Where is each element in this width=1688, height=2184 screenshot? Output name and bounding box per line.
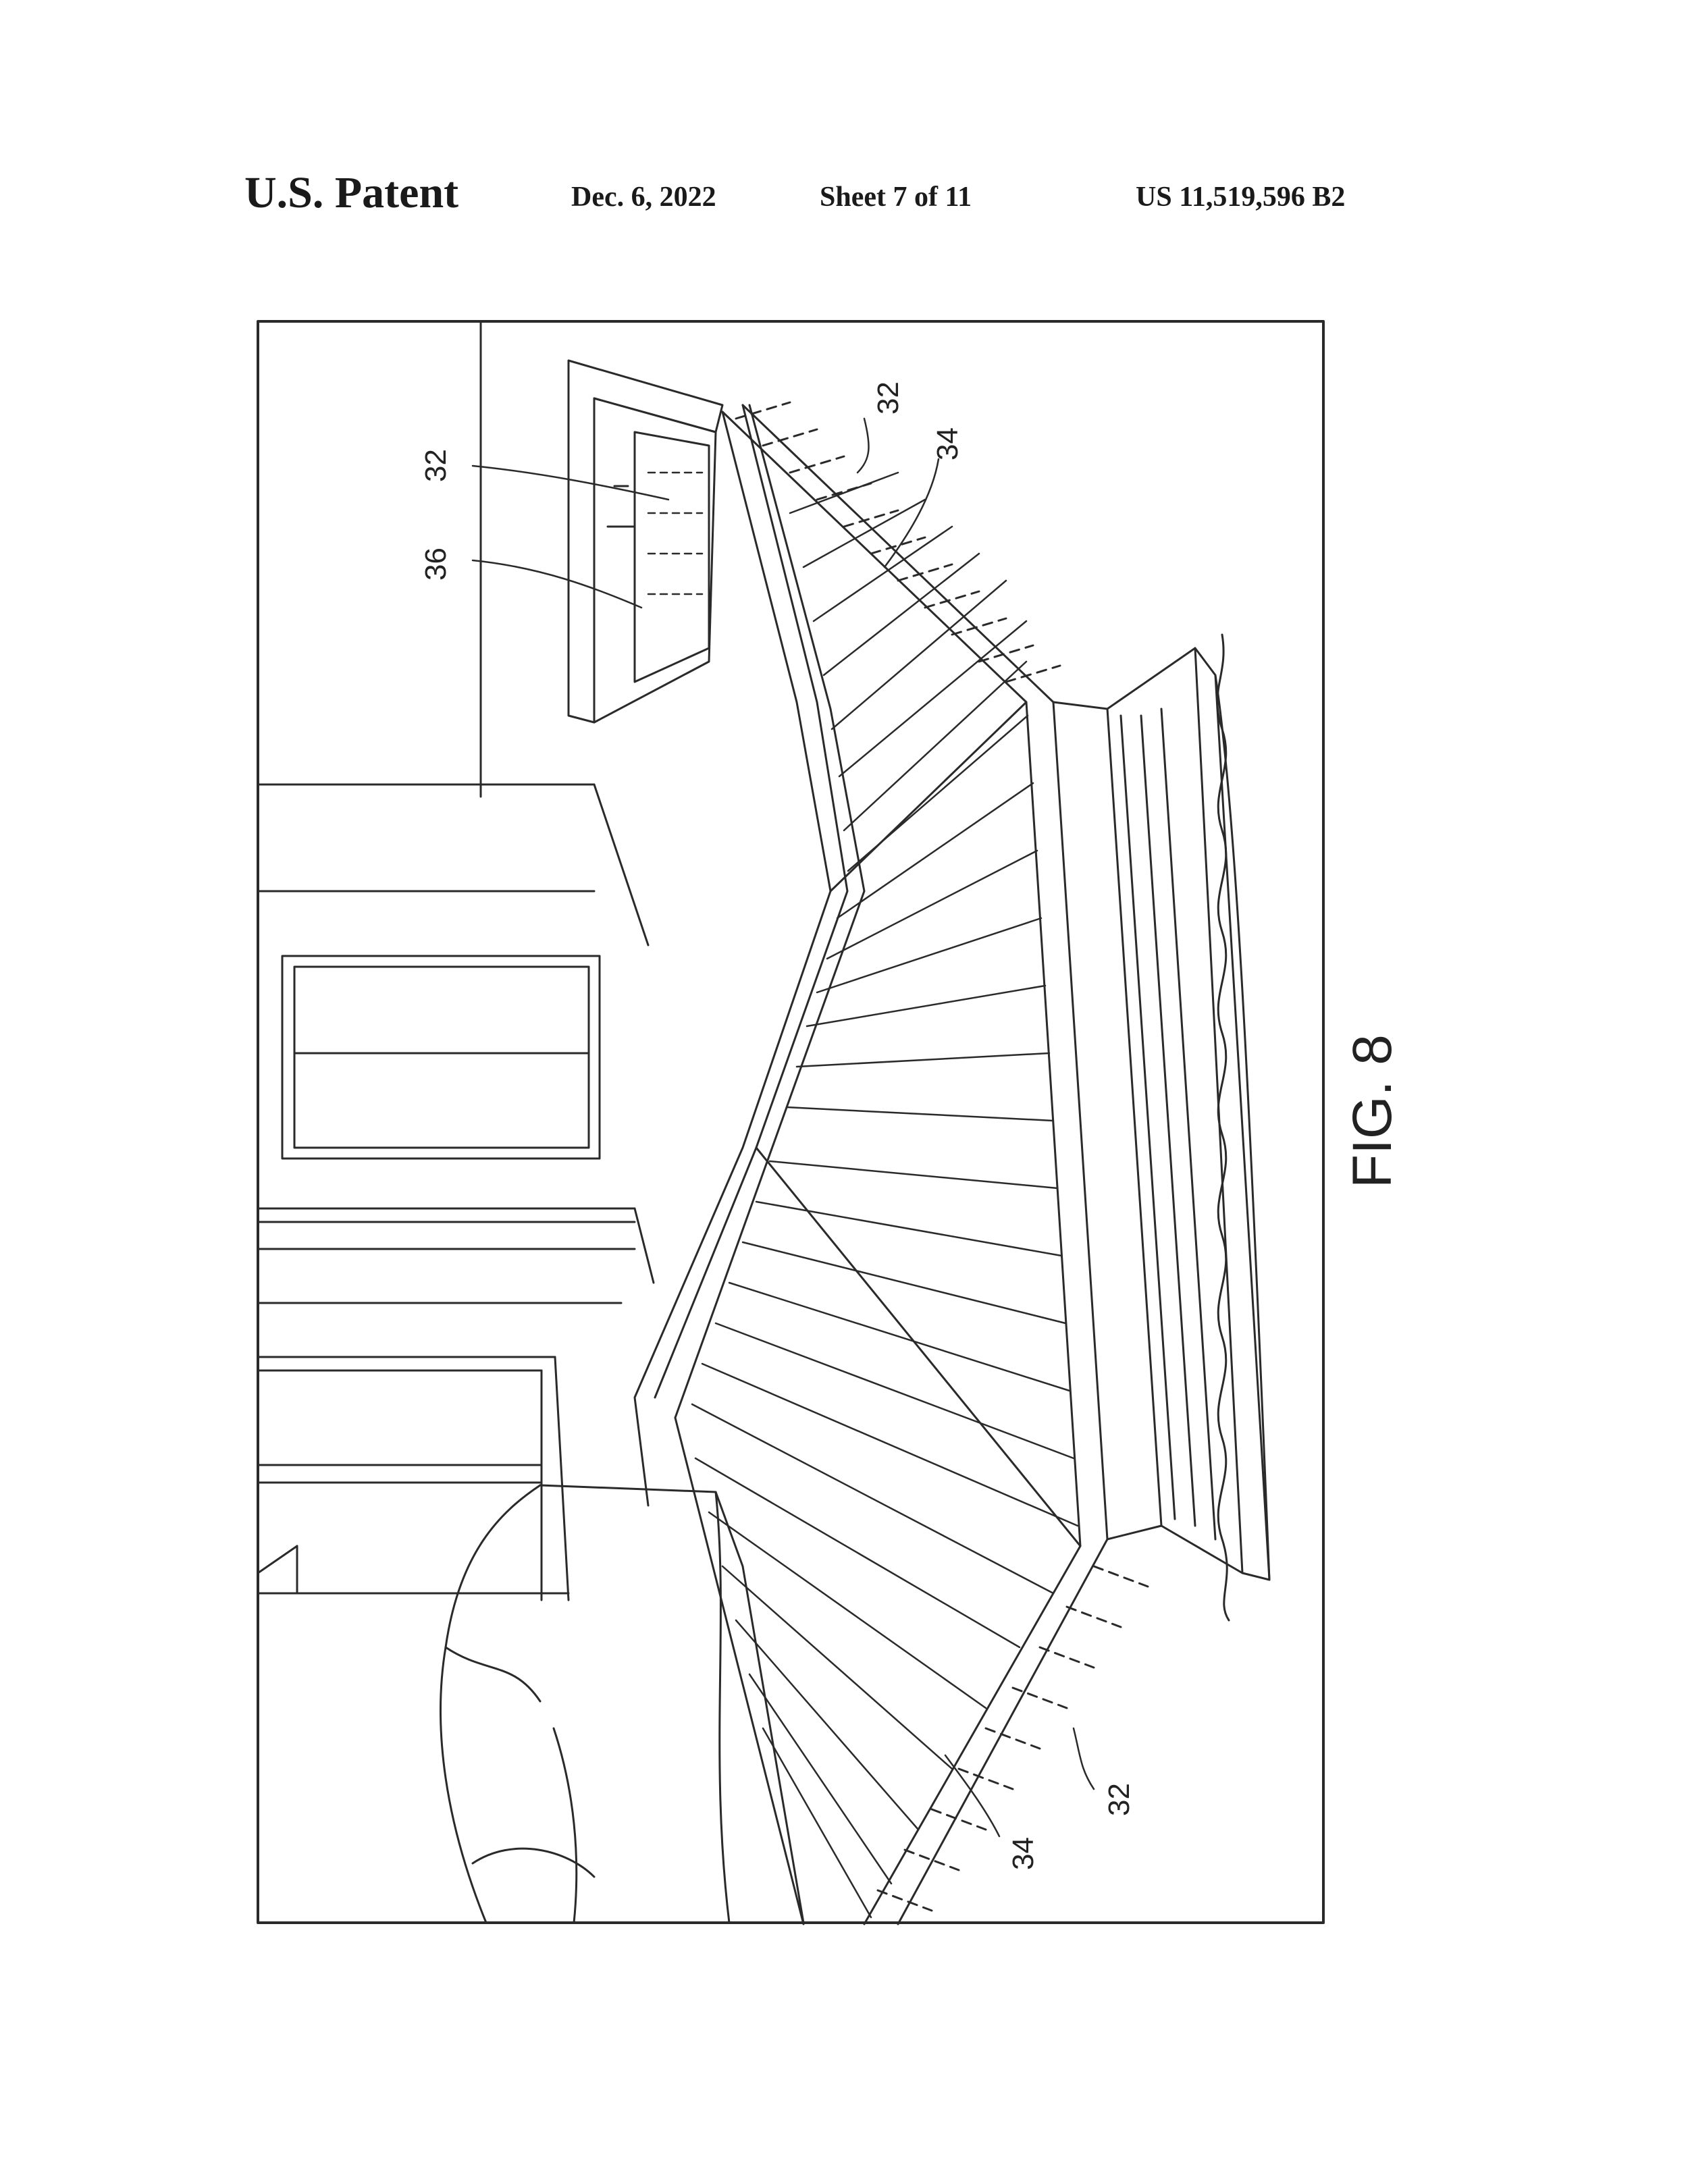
ref-numeral-32-bottom: 32 <box>1103 1783 1136 1816</box>
figure-frame <box>257 320 1325 1924</box>
header-sheet-number: Sheet 7 of 11 <box>820 182 972 213</box>
ref-numeral-32-top: 32 <box>419 449 452 482</box>
header-patent-number: US 11,519,596 B2 <box>1136 182 1346 213</box>
figure-caption: FIG. 8 <box>1342 1034 1403 1188</box>
header-date: Dec. 6, 2022 <box>571 182 716 213</box>
leader-lines <box>471 417 1095 1838</box>
covered-furniture <box>440 1484 805 1924</box>
deck-boards <box>691 471 1079 1919</box>
bench-lights <box>647 471 704 595</box>
ref-numeral-36: 36 <box>419 548 452 581</box>
ref-numeral-34-bottom: 34 <box>1007 1837 1040 1870</box>
rail-lights-right <box>735 401 1061 683</box>
walkway-outline <box>633 404 866 1507</box>
deck-outline <box>674 404 1271 1925</box>
ref-numeral-34-right: 34 <box>931 427 964 460</box>
planter-bench <box>567 359 724 724</box>
rail-lights-bottom <box>876 1565 1149 1912</box>
ref-numeral-32-right: 32 <box>872 381 905 415</box>
header-patent-label: U.S. Patent <box>244 168 459 217</box>
room-walls <box>257 320 655 1601</box>
